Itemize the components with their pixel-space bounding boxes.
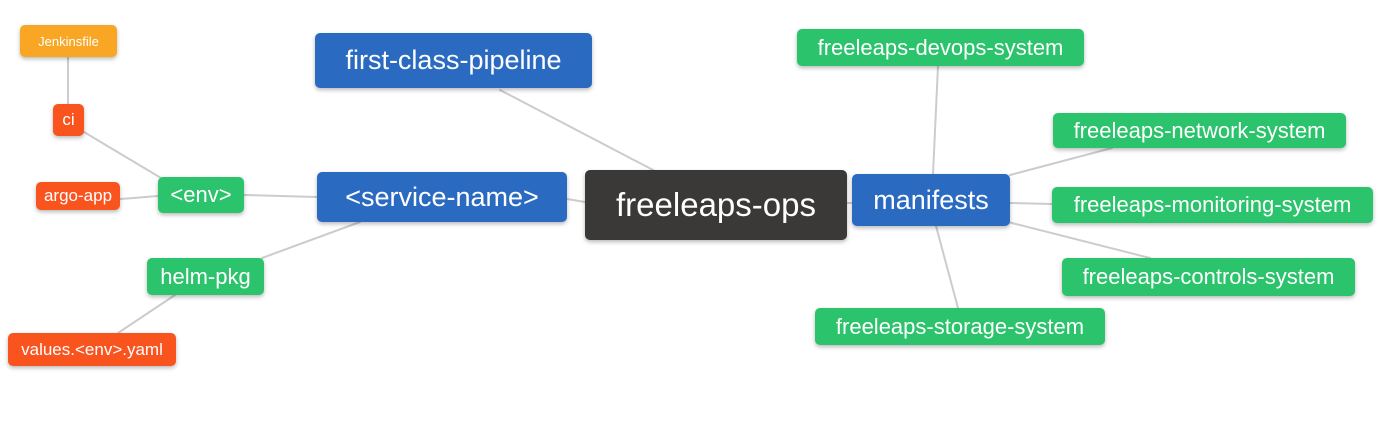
- edge-helm-pkg-to-service-name: [261, 221, 361, 259]
- node-label: first-class-pipeline: [345, 45, 562, 75]
- node-label: <env>: [170, 182, 232, 207]
- node-values-env-yaml[interactable]: values.<env>.yaml: [8, 333, 176, 366]
- edge-manifests-to-freeleaps-storage-system: [935, 225, 959, 309]
- edge-manifests-to-freeleaps-controls-system: [1007, 221, 1151, 259]
- node-freeleaps-ops[interactable]: freeleaps-ops: [585, 170, 847, 240]
- node-freeleaps-storage-system[interactable]: freeleaps-storage-system: [815, 308, 1105, 345]
- node-label: values.<env>.yaml: [21, 339, 163, 359]
- edge-ci-to-env: [83, 131, 162, 179]
- edge-service-name-to-freeleaps-ops: [566, 198, 586, 203]
- edge-argo-app-to-env: [119, 195, 159, 200]
- node-first-class-pipeline[interactable]: first-class-pipeline: [315, 33, 592, 88]
- edge-manifests-to-freeleaps-monitoring-system: [1009, 202, 1053, 205]
- node-label: argo-app: [43, 186, 113, 205]
- node-label: ci: [62, 110, 75, 129]
- edge-helm-pkg-to-values-env-yaml: [117, 294, 176, 334]
- node-label: Jenkinsfile: [38, 33, 99, 49]
- edge-env-to-service-name: [243, 194, 318, 198]
- node-service-name[interactable]: <service-name>: [317, 172, 567, 222]
- node-label: freeleaps-network-system: [1073, 117, 1326, 143]
- node-label: freeleaps-devops-system: [817, 34, 1064, 60]
- node-manifests[interactable]: manifests: [852, 174, 1010, 226]
- node-label: helm-pkg: [160, 263, 251, 289]
- node-label: freeleaps-controls-system: [1082, 264, 1335, 289]
- edge-manifests-to-freeleaps-devops-system: [932, 65, 939, 175]
- node-label: freeleaps-storage-system: [835, 313, 1085, 339]
- node-label: freeleaps-ops: [616, 186, 816, 223]
- node-freeleaps-devops-system[interactable]: freeleaps-devops-system: [797, 29, 1084, 66]
- edge-first-class-pipeline-to-freeleaps-ops: [499, 89, 656, 172]
- node-freeleaps-network-system[interactable]: freeleaps-network-system: [1053, 113, 1346, 148]
- node-label: manifests: [873, 184, 989, 215]
- node-argo-app[interactable]: argo-app: [36, 182, 120, 210]
- edge-manifests-to-freeleaps-network-system: [1009, 147, 1113, 176]
- node-label: freeleaps-monitoring-system: [1073, 192, 1352, 217]
- node-env[interactable]: <env>: [158, 177, 244, 213]
- node-freeleaps-monitoring-system[interactable]: freeleaps-monitoring-system: [1052, 187, 1373, 223]
- node-label: <service-name>: [345, 181, 539, 212]
- node-jenkinsfile[interactable]: Jenkinsfile: [20, 25, 117, 57]
- node-freeleaps-controls-system[interactable]: freeleaps-controls-system: [1062, 258, 1355, 296]
- node-ci[interactable]: ci: [53, 104, 84, 136]
- node-helm-pkg[interactable]: helm-pkg: [147, 258, 264, 295]
